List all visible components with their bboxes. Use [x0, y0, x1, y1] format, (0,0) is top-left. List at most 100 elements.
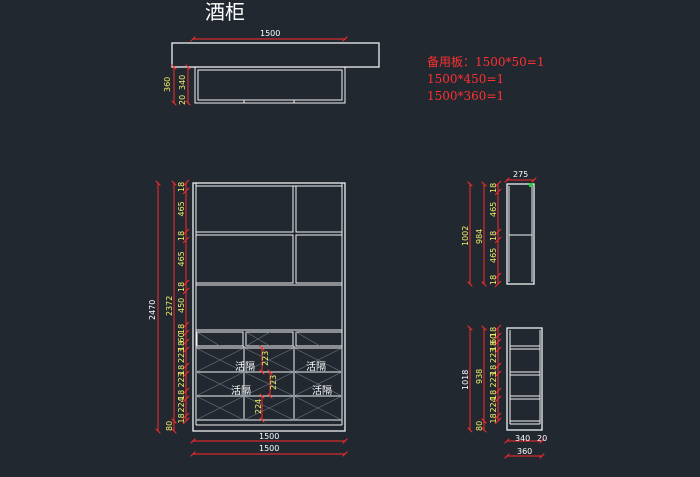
side-lower-segment-label: 18 — [489, 341, 498, 351]
side-lower-segment-label: 18 — [489, 365, 498, 375]
front-segment-tick — [182, 370, 190, 378]
top-width-label: 1500 — [260, 29, 280, 38]
front-segment-tick — [182, 417, 190, 425]
side-lower-base: 80 — [475, 421, 484, 431]
top-inner-label: 340 — [178, 75, 187, 90]
side-upper-segment-tick — [494, 188, 502, 196]
top-edge-label: 20 — [178, 95, 187, 105]
front-segment-label: 60 — [177, 332, 186, 342]
side-lower-inner: 938 — [475, 369, 484, 384]
front-segment-label: 450 — [177, 298, 186, 313]
front-segment-label: 18 — [177, 324, 186, 334]
side-lower-edge: 20 — [537, 434, 547, 443]
side-lower-segment-tick — [494, 332, 502, 340]
front-segment-tick — [182, 228, 190, 236]
bottom-width-1: 1500 — [259, 432, 279, 441]
front-segment-ticks — [182, 179, 190, 425]
front-segment-tick — [182, 346, 190, 354]
front-segment-tick — [182, 179, 190, 187]
front-segment-label: 18 — [177, 282, 186, 292]
front-segment-tick — [182, 187, 190, 195]
front-segment-tick — [182, 236, 190, 244]
side-lower-segment-tick — [494, 412, 502, 420]
side-lower-segment-tick — [494, 370, 502, 378]
top-view: 1500 360 340 20 — [163, 29, 380, 105]
side-upper-segment-label: 18 — [489, 231, 498, 241]
side-lower-segment-label: 223 — [489, 348, 498, 363]
side-upper-segment-label: 18 — [489, 275, 498, 285]
side-view-upper: 275 1002 984 18 465 18 465 18 — [461, 170, 534, 288]
side-lower-segment-label: 223 — [489, 372, 498, 387]
side-lower-segment-tick — [494, 395, 502, 403]
overall-height: 2470 — [148, 300, 157, 320]
side-lower-segment-tick — [494, 362, 502, 370]
side-lower-depth: 340 — [515, 434, 530, 443]
front-segment-label: 18 — [177, 341, 186, 351]
front-segment-tick — [182, 412, 190, 420]
side-lower-segment-label: 18 — [489, 327, 498, 337]
side-lower-outer: 1018 — [461, 370, 470, 390]
front-view: 活隔 活隔 活隔 活隔 223 223 224 2470 2372 80 18 4… — [148, 179, 345, 454]
front-segment-label: 18 — [177, 413, 186, 423]
front-segment-tick — [182, 287, 190, 295]
side-lower-segment-tick — [494, 346, 502, 354]
front-segment-label: 465 — [177, 201, 186, 216]
side-upper-segment-label: 465 — [489, 202, 498, 217]
inner-dim-3: 224 — [254, 399, 263, 414]
front-segment-label: 18 — [177, 231, 186, 241]
shelf-label-3: 活隔 — [231, 385, 251, 397]
front-segment-tick — [182, 338, 190, 346]
shelf-label-4: 活隔 — [312, 385, 332, 397]
side-lower-segment-tick — [494, 338, 502, 346]
front-segment-label: 223 — [177, 348, 186, 363]
front-segment-tick — [182, 279, 190, 287]
front-segment-tick — [182, 321, 190, 329]
side-upper-outer: 1002 — [461, 226, 470, 246]
side-lower-segment-label: 60 — [489, 334, 498, 344]
note-line-1: 备用板：1500*50=1 — [427, 55, 545, 69]
note-line-3: 1500*360=1 — [427, 89, 504, 103]
side-upper-segment-tick — [494, 280, 502, 288]
side-upper-inner: 984 — [475, 229, 484, 244]
shelf-label-2: 活隔 — [306, 361, 326, 373]
front-segment-label: 224 — [177, 397, 186, 412]
side-upper-segment-labels: 18 465 18 465 18 — [489, 183, 498, 285]
inner-dim-2: 223 — [269, 375, 278, 390]
side-lower-total: 360 — [517, 447, 532, 456]
note-line-2: 1500*450=1 — [427, 72, 504, 86]
front-segment-label: 465 — [177, 251, 186, 266]
front-segment-tick — [182, 329, 190, 337]
side-upper-segment-tick — [494, 236, 502, 244]
drawing-title: 酒柜 — [205, 0, 245, 24]
side-upper-segment-tick — [494, 180, 502, 188]
side-upper-segment-label: 465 — [489, 248, 498, 263]
front-segment-tick — [182, 387, 190, 395]
front-segment-label: 223 — [177, 372, 186, 387]
front-segment-tick — [182, 362, 190, 370]
front-segment-label: 18 — [177, 365, 186, 375]
shelf-label-1: 活隔 — [235, 361, 255, 373]
side-lower-segment-label: 224 — [489, 397, 498, 412]
side-upper-width: 275 — [513, 170, 528, 179]
side-lower-segment-ticks — [494, 324, 502, 425]
side-lower-segment-tick — [494, 324, 502, 332]
side-lower-segment-tick — [494, 387, 502, 395]
side-upper-segment-tick — [494, 272, 502, 280]
top-depth-label: 360 — [163, 77, 172, 92]
front-segment-label: 18 — [177, 182, 186, 192]
front-segment-tick — [182, 395, 190, 403]
side-lower-segment-label: 18 — [489, 390, 498, 400]
side-lower-segment-tick — [494, 417, 502, 425]
front-segment-label: 18 — [177, 390, 186, 400]
side-upper-segment-label: 18 — [489, 183, 498, 193]
bottom-width-2: 1500 — [259, 444, 279, 453]
side-upper-segment-tick — [494, 228, 502, 236]
inner-dim-1: 223 — [261, 351, 270, 366]
body-height: 2372 — [165, 296, 174, 316]
side-lower-segment-label: 18 — [489, 413, 498, 423]
base-height: 80 — [165, 421, 174, 431]
